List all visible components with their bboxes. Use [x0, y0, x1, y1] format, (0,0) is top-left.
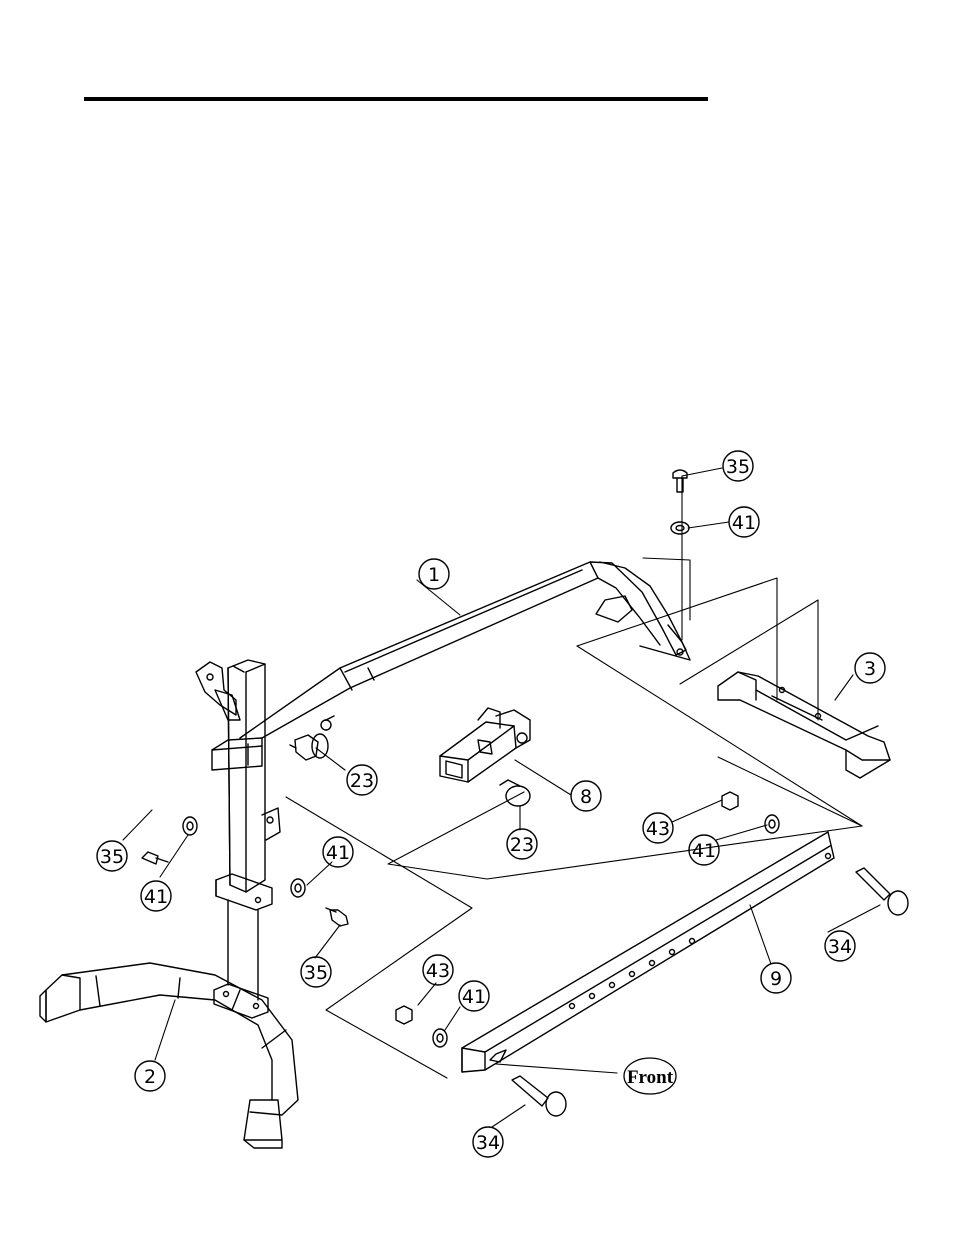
callout-9: 9	[761, 963, 791, 993]
callout-35: 35	[723, 451, 753, 481]
svg-text:41: 41	[692, 840, 716, 862]
part-2-front-base	[40, 963, 298, 1148]
callout-3: 3	[855, 653, 885, 683]
svg-text:41: 41	[462, 986, 486, 1008]
svg-text:41: 41	[144, 886, 168, 908]
callout-41: 41	[689, 835, 719, 865]
svg-text:34: 34	[476, 1132, 500, 1154]
callouts: 1 35 41 3 23 8 23 35 41 41 35 43 41 34 9…	[97, 451, 885, 1157]
svg-text:41: 41	[326, 842, 350, 864]
callout-41: 41	[459, 981, 489, 1011]
part-23-knob-upper	[290, 716, 334, 760]
svg-text:Front: Front	[627, 1067, 674, 1088]
callout-23: 23	[347, 765, 377, 795]
svg-text:34: 34	[828, 936, 852, 958]
callout-43: 43	[643, 813, 673, 843]
callout-34: 34	[473, 1127, 503, 1157]
front-label: Front	[624, 1058, 676, 1094]
callout-35: 35	[301, 957, 331, 987]
callout-41: 41	[323, 837, 353, 867]
svg-text:3: 3	[864, 658, 876, 680]
callout-41: 41	[729, 507, 759, 537]
svg-text:35: 35	[726, 456, 750, 478]
callout-35: 35	[97, 841, 127, 871]
callout-41: 41	[141, 881, 171, 911]
svg-text:43: 43	[646, 818, 670, 840]
svg-text:2: 2	[144, 1066, 156, 1088]
svg-text:9: 9	[770, 968, 782, 990]
callout-43: 43	[423, 955, 453, 985]
svg-text:43: 43	[426, 960, 450, 982]
upright-post	[196, 660, 280, 1000]
callout-23: 23	[507, 829, 537, 859]
callout-1: 1	[419, 559, 449, 589]
callout-2: 2	[135, 1061, 165, 1091]
svg-text:23: 23	[510, 834, 534, 856]
part-9-tube	[462, 832, 834, 1072]
part-1-main-frame	[240, 562, 690, 738]
svg-text:35: 35	[304, 962, 328, 984]
svg-text:8: 8	[580, 786, 592, 808]
svg-text:35: 35	[100, 846, 124, 868]
callout-34: 34	[825, 931, 855, 961]
leader-lines	[123, 468, 880, 1127]
callout-8: 8	[571, 781, 601, 811]
part-3-rear-foot	[718, 672, 890, 778]
part-8-bracket	[440, 708, 530, 806]
svg-text:23: 23	[350, 770, 374, 792]
svg-text:41: 41	[732, 512, 756, 534]
svg-text:1: 1	[428, 564, 440, 586]
